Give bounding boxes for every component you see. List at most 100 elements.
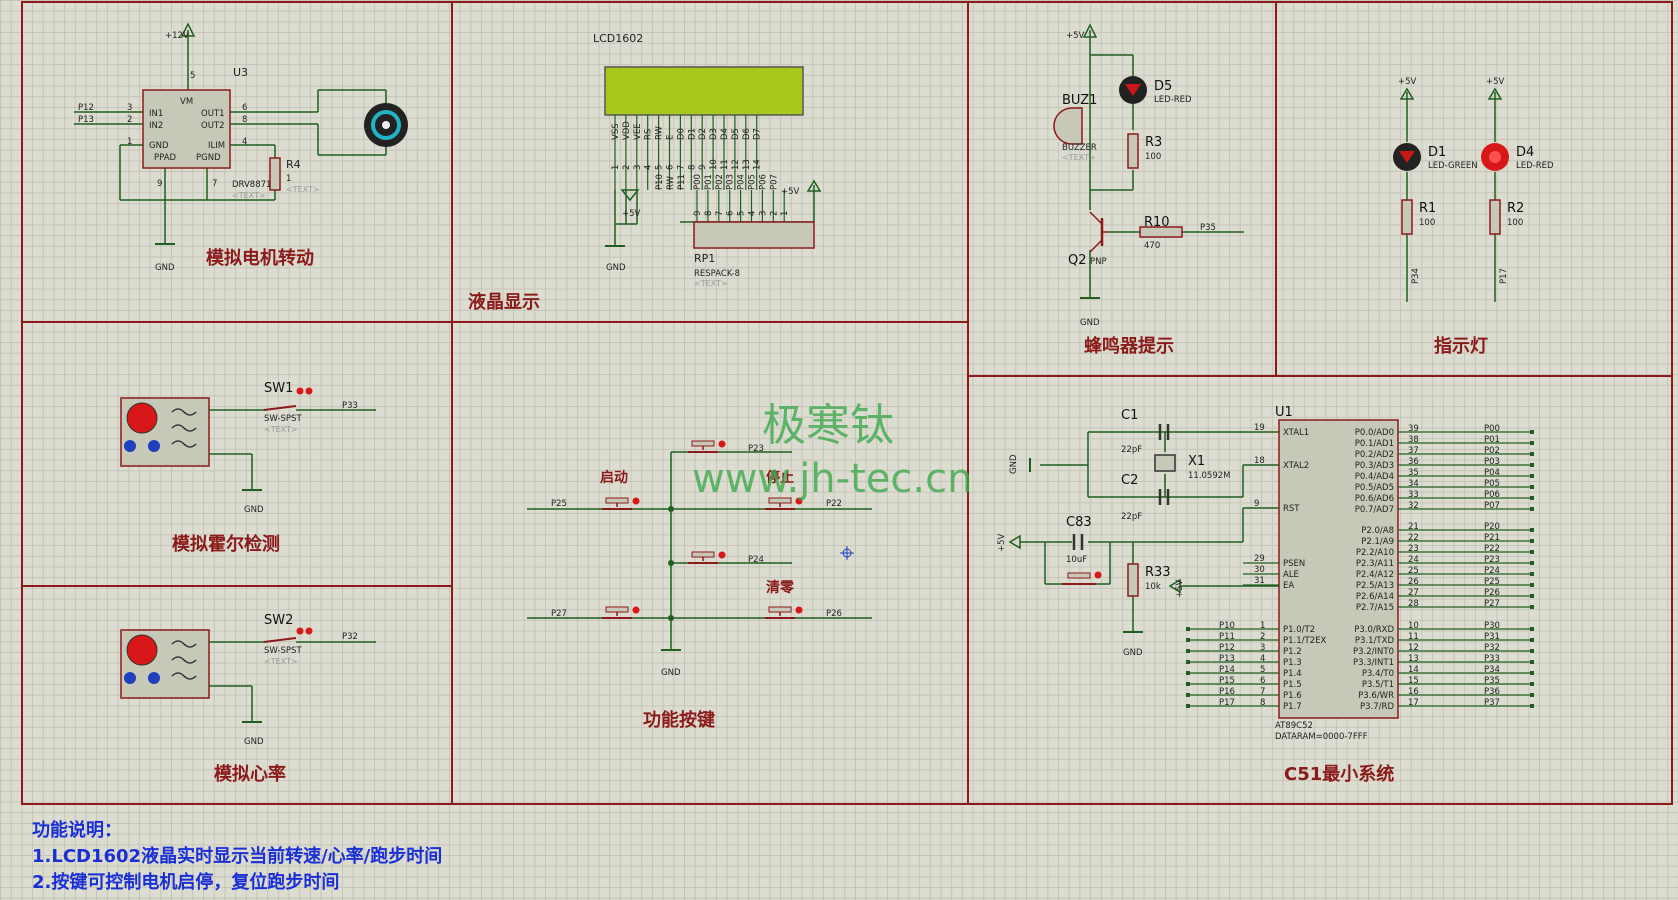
mcu-pin-name: P3.6/WR (1358, 691, 1394, 701)
mcu-pin-num: 15 (1408, 676, 1419, 686)
buzzer-r10: R10 (1144, 215, 1170, 230)
lcd-gnd: GND (606, 263, 626, 273)
section-title-indicator: 指示灯 (1434, 335, 1488, 357)
mcu-p1-net: P13 (1219, 654, 1235, 664)
mcu-pin-num: 17 (1408, 698, 1419, 708)
key-label-stop: 停止 (766, 469, 794, 486)
lcd-pin-name: D2 (698, 128, 708, 140)
lcd-pin-num: 4 (644, 165, 654, 170)
motor-net-p12: P12 (78, 103, 94, 113)
lcd-pin-name: D4 (720, 128, 730, 140)
mcu-pin-num: 10 (1408, 621, 1419, 631)
mcu-pin-name: P2.0/A8 (1361, 526, 1394, 536)
mcu-pin-name: P3.7/RD (1360, 702, 1394, 712)
key-net-p24: P24 (748, 555, 764, 565)
function-notes: 功能说明： 1.LCD1602液晶实时显示当前转速/心率/跑步时间 2.按键可控… (32, 818, 442, 896)
resistor-pack-rp1 (693, 221, 815, 249)
mcu-pin-num: 27 (1408, 588, 1419, 598)
heart-sw-part: SW-SPST (264, 646, 302, 656)
heart-sensor-module (120, 629, 210, 699)
indicator-d1-part: LED-GREEN (1428, 161, 1478, 171)
mcu-pin-name: P1.5 (1283, 680, 1302, 690)
mcu-pin-num: 24 (1408, 555, 1419, 565)
lcd-pin-num: 6 (666, 165, 676, 170)
lcd-pin-name: RS (644, 129, 654, 140)
mcu-pin-name: P3.0/RXD (1354, 625, 1394, 635)
mcu-p1-net: P16 (1219, 687, 1235, 697)
watermark-url: www.jh-tec.cn (692, 456, 972, 502)
switch-sw2 (263, 627, 313, 643)
section-title-hall: 模拟霍尔检测 (172, 533, 280, 555)
mcu-pin-num: 1 (1260, 621, 1265, 631)
motor-r4-ghost: <TEXT> (286, 185, 320, 194)
buzzer-q2: Q2 (1068, 253, 1087, 268)
mcu-port-net: P26 (1484, 588, 1500, 598)
crystal-x1 (1154, 454, 1176, 472)
buzzer-r3-value: 100 (1145, 152, 1161, 162)
mcu-p1-net: P10 (1219, 621, 1235, 631)
mcu-p1-net: P14 (1219, 665, 1235, 675)
buzzer-icon (1053, 107, 1083, 145)
lcd-left-net: P11 (677, 174, 687, 190)
rp-pin-num: 7 (715, 211, 725, 216)
lcd-left-net: P10 (655, 174, 665, 190)
lcd-data-net: P01 (704, 174, 714, 190)
mcu-pin-name: RST (1283, 504, 1300, 514)
indicator-d4: D4 (1516, 145, 1534, 160)
lcd-pin-name: VEE (633, 123, 643, 140)
motor-pin9: 9 (157, 179, 162, 189)
keys-circuit: 启动 停止 清零 P23 P25 P22 P24 P27 P26 GND (527, 440, 872, 678)
notes-title: 功能说明： (32, 820, 122, 841)
c51-pwr2: +5V (1175, 579, 1185, 598)
lcd-data-net: P04 (737, 174, 747, 190)
buzzer-part: BUZZER (1062, 143, 1097, 153)
buzzer-ghost: <TEXT> (1062, 153, 1096, 162)
lcd-pin-num: 13 (742, 159, 752, 170)
capacitor-c2 (1158, 489, 1170, 505)
mcu-pin-num: 19 (1254, 423, 1265, 433)
c51-c83-value: 10uF (1066, 555, 1087, 565)
indicator-r1-value: 100 (1419, 218, 1435, 228)
lcd-pin-num: 11 (720, 159, 730, 170)
lcd-pin-name: E (666, 135, 676, 140)
indicator-d1: D1 (1428, 145, 1446, 160)
rp-pin-num: 9 (693, 211, 703, 216)
indicator-circuit: +5V +5V D1 LED-GREEN D4 LED-RED R1 100 R… (1393, 77, 1554, 302)
motor-pin7: 7 (212, 179, 217, 189)
hall-ghost: <TEXT> (264, 425, 298, 434)
mcu-pin-num: 29 (1254, 554, 1265, 564)
rp-pin-num: 4 (748, 211, 758, 216)
lcd-screen (604, 66, 804, 116)
buzzer-pwr: +5V (1066, 31, 1085, 41)
buzzer-circuit: +5V BUZ1 BUZZER <TEXT> D5 LED-RED R3 100… (1053, 23, 1244, 328)
watermark-cn: 极寒钛 (762, 400, 894, 451)
motor-out1: OUT1 (201, 109, 225, 119)
mcu-pin-name: P1.4 (1283, 669, 1302, 679)
mcu-pin-name: P2.4/A12 (1356, 570, 1394, 580)
mcu-port-net: P05 (1484, 479, 1500, 489)
rp-pin-num: 8 (704, 211, 714, 216)
mcu-pin-num: 3 (1260, 643, 1265, 653)
push-button-icon (688, 440, 726, 453)
mcu-pin-name: P0.6/AD6 (1355, 494, 1394, 504)
buzzer-d5: D5 (1154, 79, 1172, 94)
motor-gnd-label: GND (155, 263, 175, 273)
heart-net-p32: P32 (342, 632, 358, 642)
lcd-data-net: P00 (693, 174, 703, 190)
heart-gnd: GND (244, 737, 264, 747)
rp-pin-num: 6 (726, 211, 736, 216)
mcu-pin-name: P0.7/AD7 (1355, 505, 1394, 515)
mcu-pin-num: 4 (1260, 654, 1265, 664)
mcu-pin-num: 18 (1254, 456, 1265, 466)
reset-button (1062, 571, 1102, 585)
lcd-pin-num: 7 (676, 165, 686, 170)
hall-net-p33: P33 (342, 401, 358, 411)
mcu-pin-num: 34 (1408, 479, 1419, 489)
mcu-pin-name: P3.5/T1 (1362, 680, 1394, 690)
mcu-port-net: P34 (1484, 665, 1500, 675)
led-d4-icon (1481, 143, 1509, 171)
frame-lines (21, 1, 1673, 805)
mcu-pin-num: 26 (1408, 577, 1419, 587)
motor-pin4: 4 (242, 137, 247, 147)
